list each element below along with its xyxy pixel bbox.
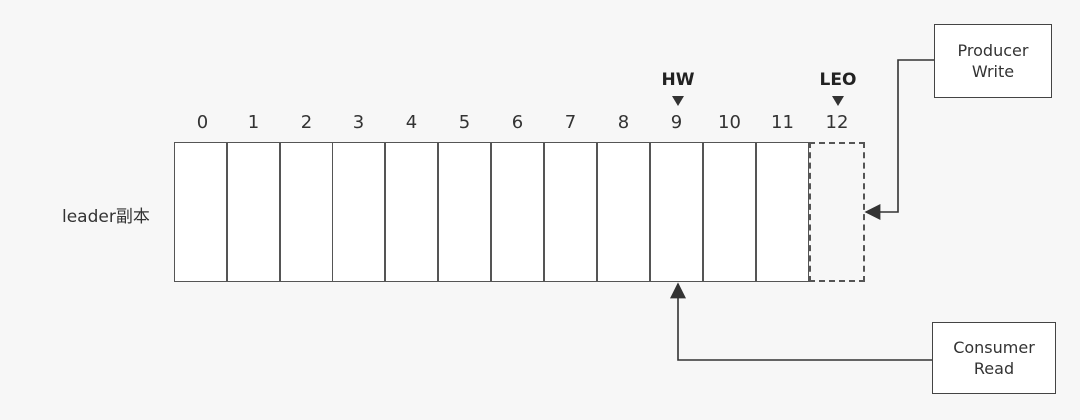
log-cell: [544, 142, 597, 282]
log-cell: [227, 142, 280, 282]
offset-index-label: 7: [564, 112, 577, 133]
log-cell: [385, 142, 438, 282]
leo-marker-triangle-down-icon: [832, 96, 844, 106]
replica-label: leader副本: [62, 207, 150, 227]
consumer-read-box: Consumer Read: [932, 322, 1056, 394]
producer-write-box: Producer Write: [934, 24, 1052, 98]
offset-index-label: 8: [617, 112, 630, 133]
leo-marker-label: LEO: [819, 70, 857, 90]
offset-index-label: 3: [352, 112, 365, 133]
hw-marker-label: HW: [661, 70, 695, 90]
log-cell: [491, 142, 544, 282]
offset-index-label: 11: [771, 112, 794, 133]
offset-index-label: 1: [247, 112, 260, 133]
offset-index-label: 2: [300, 112, 313, 133]
log-cell: [756, 142, 809, 282]
offset-index-label: 5: [458, 112, 471, 133]
log-cell: [650, 142, 703, 282]
log-cell: [332, 142, 385, 282]
consumer-action: Read: [973, 359, 1015, 378]
offset-index-label: 9: [670, 112, 683, 133]
log-cell: [703, 142, 756, 282]
offset-index-label: 0: [196, 112, 209, 133]
offset-index-label: 4: [405, 112, 418, 133]
log-cell-pending: [809, 142, 865, 282]
offset-index-label: 12: [825, 112, 849, 133]
producer-write-arrow: [864, 59, 934, 220]
log-cell: [438, 142, 491, 282]
consumer-read-arrow: [670, 282, 932, 361]
hw-marker-triangle-down-icon: [672, 96, 684, 106]
producer-action: Write: [971, 62, 1015, 81]
log-cell: [174, 142, 227, 282]
log-cell: [597, 142, 650, 282]
offset-index-label: 6: [511, 112, 524, 133]
producer-label: Producer: [957, 41, 1029, 60]
consumer-label: Consumer: [953, 338, 1035, 357]
offset-index-label: 10: [718, 112, 741, 133]
